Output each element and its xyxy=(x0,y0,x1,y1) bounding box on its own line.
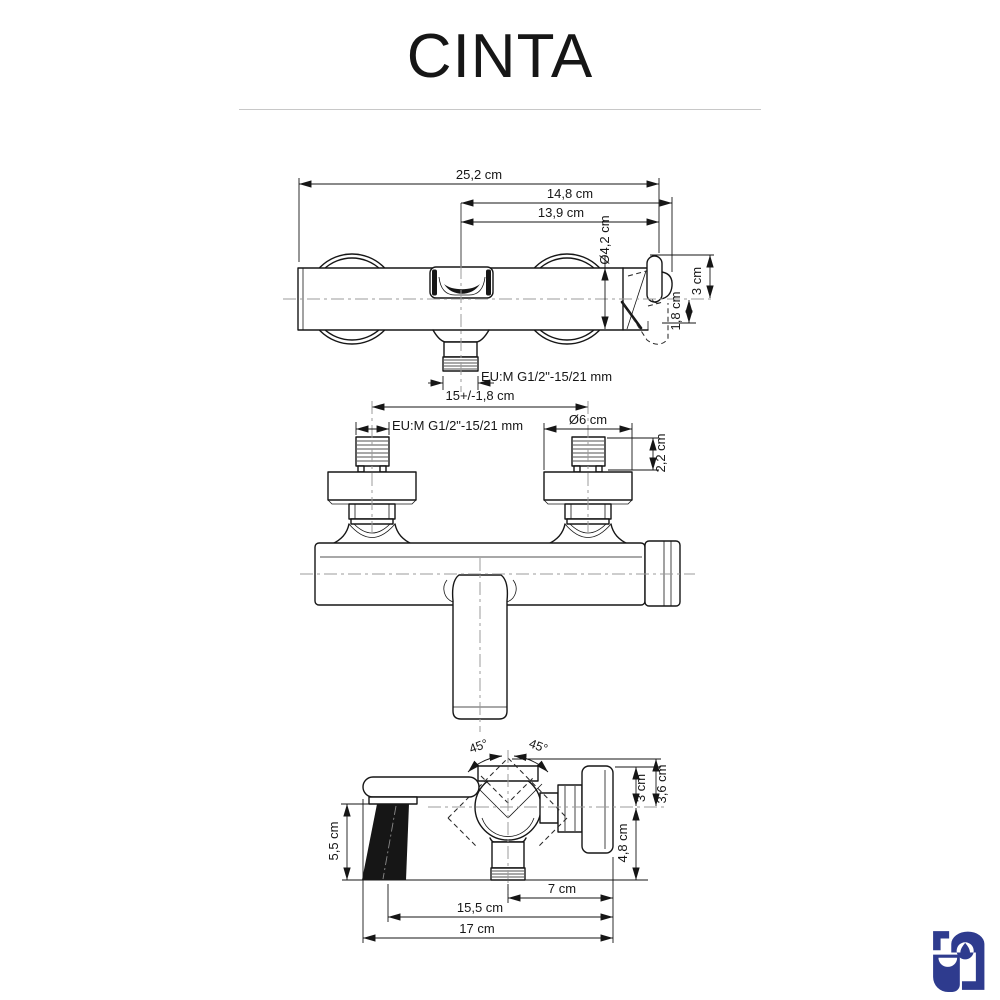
dim-body-diameter: Ø4,2 cm xyxy=(597,215,612,264)
brand-logo xyxy=(933,931,985,992)
dim-center-to-body-end: 13,9 cm xyxy=(538,205,584,220)
dim-bottom-depth: 4,8 cm xyxy=(615,823,630,862)
dim-hook-offset: 1,8 cm xyxy=(668,291,683,330)
dim-thread-length: 2,2 cm xyxy=(653,433,668,472)
label-inlet-thread: EU:M G1/2"-15/21 mm xyxy=(392,418,523,433)
dim-escutcheon-diameter: Ø6 cm xyxy=(569,412,607,427)
product-title: CINTA xyxy=(406,22,594,91)
dim-overall-width: 25,2 cm xyxy=(456,167,502,182)
logo-bowl-shape xyxy=(933,954,960,992)
logo-arch-shape xyxy=(951,931,985,990)
dim-inlet-spacing: 15+/-1,8 cm xyxy=(445,388,514,403)
dim-handle-drop: 5,5 cm xyxy=(326,821,341,860)
dim-swing-left: 45° xyxy=(467,736,490,756)
label-outlet-thread: EU:M G1/2"-15/21 mm xyxy=(481,369,612,384)
side-view-drawing: 45° 45° 3 cm 3,6 cm 4,8 cm 5,5 cm 7 cm xyxy=(326,736,669,943)
dim-outlet-to-wall: 7 cm xyxy=(548,881,576,896)
title-divider xyxy=(239,109,761,110)
dim-total-depth: 17 cm xyxy=(459,921,494,936)
dim-hook-height: 3 cm xyxy=(689,267,704,295)
dim-center-to-hook: 14,8 cm xyxy=(547,186,593,201)
dim-grip-to-wall: 15,5 cm xyxy=(457,900,503,915)
dim-top-total-depth: 3,6 cm xyxy=(654,764,669,803)
back-view-drawing: 15+/-1,8 cm xyxy=(300,388,695,732)
logo-drop-shape xyxy=(960,942,971,959)
logo-flag-shape xyxy=(933,931,950,951)
dim-swing-right: 45° xyxy=(527,736,550,756)
front-view-drawing: 25,2 cm 14,8 cm 13,9 cm Ø4,2 cm 3 cm 1,8… xyxy=(283,167,714,392)
dim-top-depth: 3 cm xyxy=(633,774,648,802)
